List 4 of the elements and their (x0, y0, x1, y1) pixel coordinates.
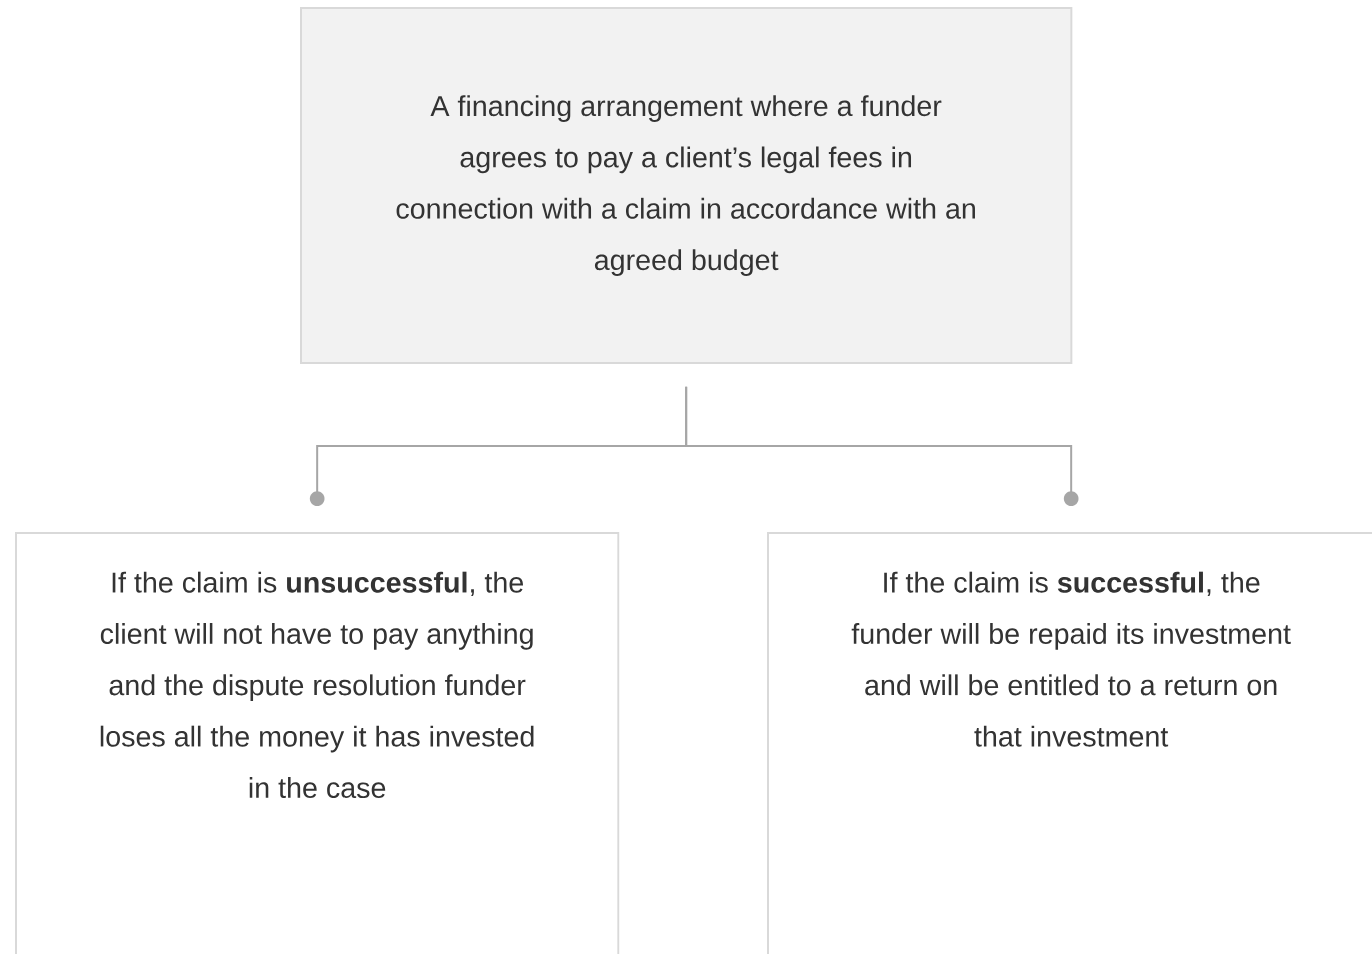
outcome-box: If the claim is successful, the funder will be repaid its investment and will be entitled to a return on that investment (767, 532, 1372, 954)
connector (685, 385, 1079, 506)
definition-box: A financing arrangement where a funder agrees to pay a client’s legal fees in connection with a claim in accordance with an agreed budget (300, 7, 1073, 364)
outcome-box: If the claim is unsuccessful, the client will not have to pay anything and the dispute resolution funder loses all the money it has invested in the case (15, 532, 620, 954)
